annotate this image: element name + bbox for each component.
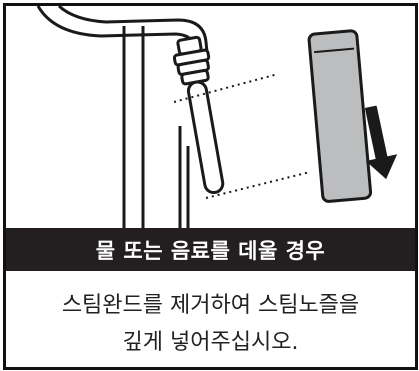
steam-nozzle-icon [172,35,225,195]
instruction-line-1: 스팀완드를 제거하여 스팀노즐을 [61,292,360,318]
machine-body [122,26,190,228]
section-title: 물 또는 음료를 데울 경우 [95,238,326,263]
instruction-line-2: 깊게 넣어주십시오. [122,329,299,355]
section-title-band: 물 또는 음료를 데울 경우 [6,228,415,271]
removal-arrow-icon [365,105,398,180]
steam-wand-illustration [6,6,415,228]
instruction-card: 물 또는 음료를 데울 경우 스팀완드를 제거하여 스팀노즐을 깊게 넣어주십시… [3,3,418,370]
instruction-text: 스팀완드를 제거하여 스팀노즐을 깊게 넣어주십시오. [6,280,415,367]
steam-wand-icon [307,29,373,203]
